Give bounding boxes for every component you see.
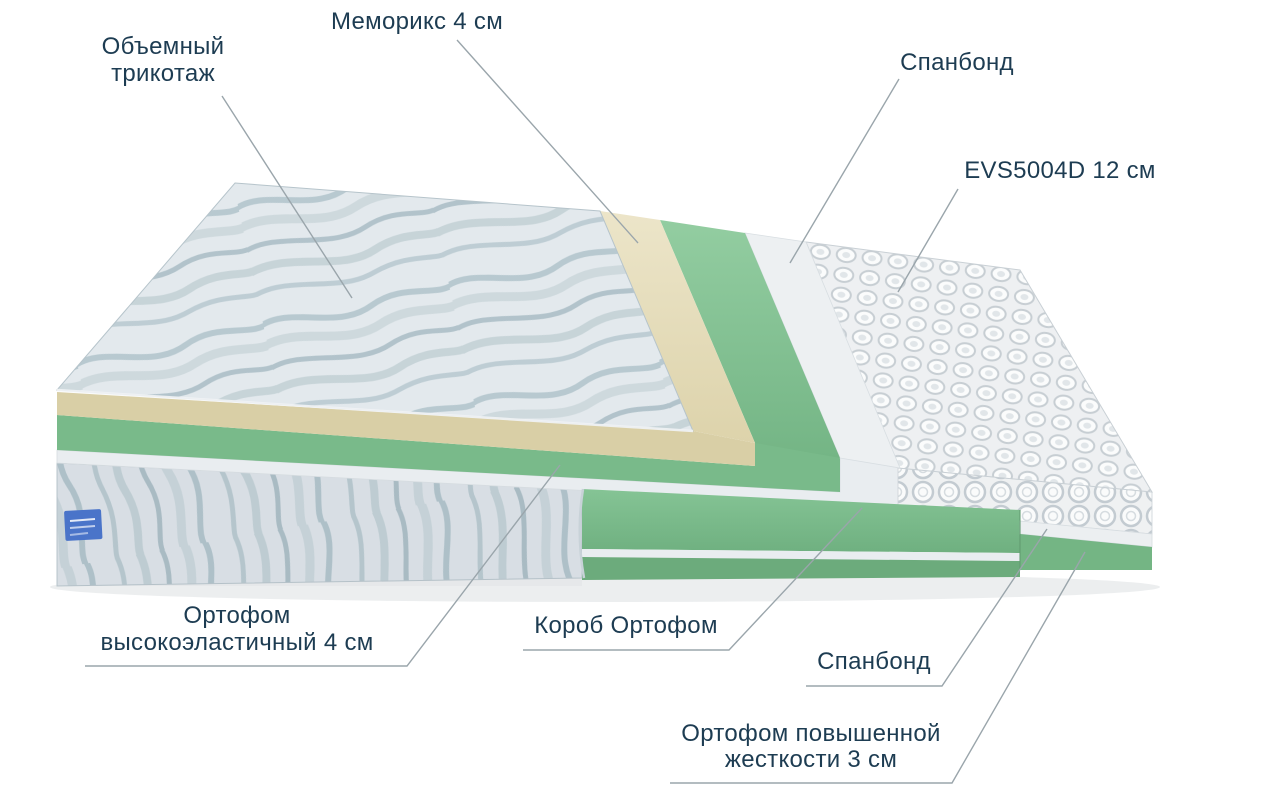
label-orthofoam-box: Короб Ортофом — [534, 612, 718, 639]
cover-cut-line — [578, 488, 586, 579]
label-orthofoam-elastic-line2: высокоэластичный 4 см — [100, 629, 373, 656]
leader-spunbond-bottom — [806, 528, 1048, 687]
label-orthofoam-elastic-line1: Ортофом — [183, 602, 290, 629]
layer-box-front — [582, 489, 1020, 553]
layer-orthofoam-elastic-top — [660, 220, 840, 458]
brand-tag — [64, 509, 103, 541]
label-volume-knit-line2: трикотаж — [111, 60, 215, 87]
leader-memorix — [456, 39, 639, 244]
leader-orthofoam-hard — [670, 551, 1086, 784]
layer-memorix-top — [600, 211, 755, 443]
layer-orthofoam-hard-strip — [582, 557, 1020, 580]
leader-springs-evs — [897, 188, 959, 293]
label-spunbond-bottom: Спанбонд — [817, 648, 931, 675]
leader-orthofoam-box — [523, 507, 863, 651]
layer-orthofoam-hard-step — [1020, 534, 1152, 570]
leader-volume-knit — [221, 95, 353, 299]
leader-orthofoam-elastic — [85, 464, 561, 667]
label-orthofoam-hard-line2: жесткости 3 см — [725, 746, 897, 773]
layer-memorix-front — [57, 392, 755, 466]
label-spunbond-top: Спанбонд — [900, 49, 1014, 76]
cover-front-piping — [56, 388, 694, 433]
layer-cover-top — [55, 182, 694, 432]
label-orthofoam-hard-line1: Ортофом повышенной — [681, 720, 940, 747]
label-springs-evs: EVS5004D 12 см — [964, 157, 1155, 184]
label-memorix: Меморикс 4 см — [331, 8, 503, 35]
leader-spunbond-top — [789, 78, 900, 264]
layer-orthofoam-elastic-front — [57, 415, 840, 492]
label-volume-knit-line1: Объемный — [102, 33, 225, 60]
